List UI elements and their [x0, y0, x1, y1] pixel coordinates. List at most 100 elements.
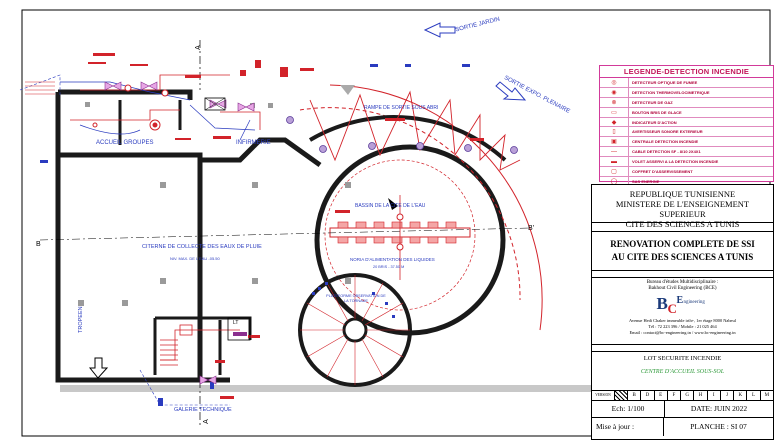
bce-logo: B C E ngineering [653, 294, 713, 316]
spiral-stair-core [342, 317, 368, 343]
pillars [78, 102, 351, 306]
technical-stairs [160, 339, 178, 366]
phone-text: Tél : 72 223 396 / Mobile : 21 025 464 [648, 324, 717, 329]
project-title-line1: RENOVATION COMPLETE DE SSI [610, 239, 755, 249]
label-tropeen: TROPEEN [78, 306, 84, 333]
smoke-detectors [92, 84, 169, 131]
legend-row: —CABLE DETECTION SF - 8/10 2X4X1 [600, 147, 773, 158]
title-block: REPUBLIQUE TUNISIENNE MINISTERE DE L'ENS… [591, 184, 774, 440]
lt-room [227, 317, 251, 341]
label-section-b-left: B [36, 241, 41, 248]
update-text: Mise à jour : [592, 417, 664, 436]
zone-text: CENTRE D'ACCUEIL SOUS-SOL [640, 369, 725, 375]
label-citerne: CITERNE DE COLLECTE DES EAUX DE PLUIE [142, 244, 262, 250]
version-cell: K [734, 391, 748, 400]
exit-arrow-left-icon [88, 357, 109, 379]
update-planche-row: Mise à jour : PLANCHE : SI 07 [592, 417, 773, 436]
legend-label: INDICATEUR D'ACTION [632, 119, 677, 125]
basin-inner-ring [324, 159, 476, 311]
technical-cabinet [179, 324, 193, 336]
legend-symbol-icon: ▢ [600, 167, 629, 176]
lot-box: LOT SECURITE INCENDIE CENTRE D'ACCUEIL S… [592, 351, 773, 391]
version-cell: B [628, 391, 642, 400]
lt-panel [233, 332, 247, 336]
legend-symbol-icon: ⊗ [600, 97, 629, 107]
label-citerne-niveau: NIV. MAX. DE L'EAU -05.50 [170, 256, 220, 261]
legend-symbol-icon: ▭ [600, 107, 629, 117]
section-line-b [39, 227, 531, 241]
version-cell: H [694, 391, 708, 400]
door-symbols [104, 81, 255, 385]
legend-row: ▭BOUTON BRIS DE GLACE [600, 107, 773, 118]
project-title-box: RENOVATION COMPLETE DE SSI AU CITE DES S… [592, 231, 773, 271]
project-title-line2: AU CITE DES SCIENCES A TUNIS [611, 252, 754, 262]
logo-letter-c: C [667, 301, 677, 316]
legend-row: ◆INDICATEUR D'ACTION [600, 117, 773, 128]
rampe-triangle [340, 85, 355, 95]
title-block-spacer-3 [592, 345, 773, 352]
rampe-truss [309, 90, 521, 171]
label-lt: LT [233, 320, 239, 326]
planche-text: PLANCHE : SI 07 [690, 422, 747, 431]
legend-label: VOLET ASSERVI A LA DETECTION INCENDIE [632, 159, 719, 165]
legend-label: DETECTEUR DE GAZ [632, 99, 673, 105]
basin-pole-bottom [396, 243, 404, 251]
version-cell: J [721, 391, 735, 400]
label-infirmerie: INFIRMERIE [236, 140, 271, 146]
ministere-text: MINISTERE DE L'ENSEIGNEMENT SUPERIEUR [615, 199, 750, 219]
elevator-shaft [204, 97, 226, 111]
legend-symbol-icon: — [600, 147, 629, 157]
basin-fixtures [337, 221, 457, 244]
title-block-spacer-2 [592, 271, 773, 278]
legend-symbol-icon: ▬ [600, 157, 629, 167]
logo-wordmark: ngineering [683, 300, 705, 305]
entry-stairs [25, 81, 55, 95]
republique-text: REPUBLIQUE TUNISIENNE [629, 189, 736, 199]
label-plateforme: PLATEFORME OBSERVATION DE LA TORNADE [326, 294, 386, 303]
address-text: Avenue Hedi Chaker immeuble irth+, 1er é… [629, 318, 736, 323]
legend-row: ◯SAS ENERGIE [600, 176, 773, 186]
version-cell: M [764, 393, 770, 398]
label-galerie: GALERIE TECHNIQUE [174, 407, 232, 413]
legend-symbol-icon: ▣ [600, 137, 629, 147]
basin-pole-top [396, 213, 404, 221]
label-noria: NORIA D'ALIMENTATION DES LIQUIDES [350, 257, 435, 262]
version-cell: I [708, 391, 721, 400]
lot-text: LOT SECURITE INCENDIE [643, 355, 722, 362]
legend-row: ▣CENTRALE DETECTION INCENDIE [600, 137, 773, 148]
legend-symbol-icon: ◆ [600, 117, 629, 127]
label-section-a-bottom: A [202, 419, 210, 424]
label-noria-niveau: 20 BRIS - 37.50 M [373, 265, 405, 269]
legend-symbol-icon: ◎ [600, 78, 629, 87]
bureau-line1: Bureau d'études Multidisciplinaire : [646, 280, 719, 285]
version-cell: L [747, 391, 761, 400]
title-block-spacer [592, 223, 773, 232]
label-rampe: RAMPE DE SORTIE SOUS ABRI [364, 105, 439, 111]
legend-row: ▯AVERTISSEUR SONORE EXTERIEUR [600, 127, 773, 138]
version-label: VERSION [592, 391, 615, 400]
legend-symbol-icon: ▯ [600, 127, 629, 137]
version-cell: F [668, 391, 682, 400]
date-text: DATE: JUIN 2022 [690, 404, 748, 413]
spiral-stair-steps [300, 275, 410, 385]
middle-ring-arc [299, 107, 521, 301]
bureau-box: Bureau d'études Multidisciplinaire : Bak… [592, 277, 773, 345]
version-cell: G [681, 391, 695, 400]
blue-markers [40, 64, 470, 406]
legend-label: CENTRALE DETECTION INCENDIE [632, 139, 699, 145]
label-accueil-groupes: ACCUEIL GROUPES [96, 140, 154, 146]
legend-label: AVERTISSEUR SONORE EXTERIEUR [632, 129, 703, 135]
legend-label: DETECTION THERMOVELOCIMETRIQUE [632, 89, 710, 95]
legend-panel: LEGENDE-DETECTION INCENDIE ◎DETECTEUR OP… [599, 65, 774, 186]
inner-ring-arc [308, 115, 507, 162]
label-section-b-right: B' [528, 225, 535, 232]
version-row: VERSION B D E F G H I J K L M [592, 391, 773, 401]
legend-symbol-icon: ◉ [600, 87, 629, 97]
building-walls [55, 89, 322, 383]
email-text: Email : contact@bc-engineering.tn / www.… [629, 330, 736, 335]
legend-row: ▬VOLET ASSERVI A LA DETECTION INCENDIE [600, 157, 773, 168]
title-block-header: REPUBLIQUE TUNISIENNE MINISTERE DE L'ENS… [592, 185, 773, 229]
outer-ring-arc [329, 84, 543, 331]
legend-label: DETECTEUR OPTIQUE DE FUMEE [632, 79, 698, 85]
logo-letter-b: B [656, 294, 668, 313]
